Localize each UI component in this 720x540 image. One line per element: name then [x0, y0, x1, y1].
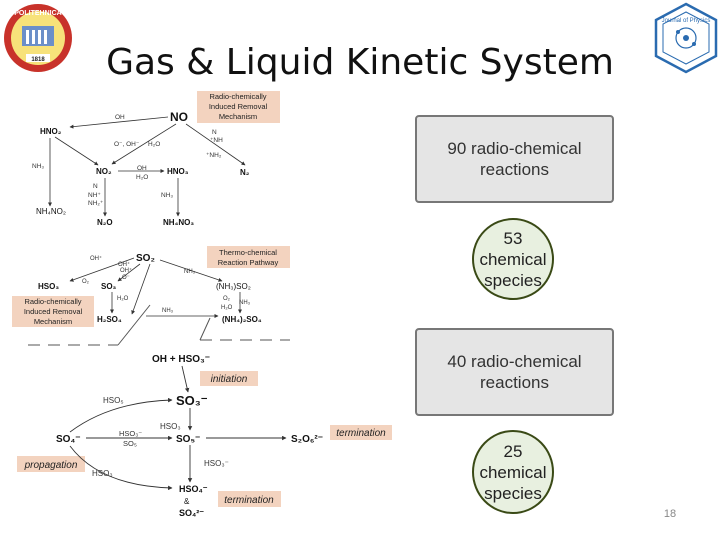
radio-label-mid-2: Induced Removal	[24, 307, 83, 316]
reagent-o-oh: O⁻, OH⁻	[114, 141, 140, 148]
circle1-line2: chemical	[479, 249, 547, 269]
species-no2: NO₂	[96, 167, 112, 176]
nox-subdiagram: Radio-chemically Induced Removal Mechani…	[32, 91, 280, 227]
species-so4-anion: SO₄⁻	[56, 434, 81, 445]
species-hso3: HSO₃	[38, 282, 59, 291]
reagent-oh-c: OH⁺	[90, 255, 102, 262]
reagent-o2: O₂	[82, 279, 90, 285]
species-nh4no3: NH₄NO₃	[163, 218, 194, 227]
reagent-oh-2: OH	[137, 165, 147, 172]
box2-line2: reactions	[480, 373, 549, 392]
reagent-nh2: ⁺NH₂	[206, 152, 222, 159]
reagent-nh3: NH₃	[32, 163, 44, 170]
reagent-nh3-a: NH₃	[184, 269, 196, 275]
species-hno3: HNO₃	[167, 167, 189, 176]
species-s2o6: S₂O₆²⁻	[291, 434, 323, 445]
logo-left-text: POLITEHNICA	[14, 10, 61, 17]
reagent-n: N	[212, 129, 217, 136]
chemical-species-circle-2: 25 chemical species	[472, 430, 554, 514]
reagent-o2-b: O₂	[223, 296, 231, 302]
radio-label-top-1: Radio-chemically	[209, 92, 266, 101]
circle2-count: 25	[503, 441, 523, 461]
species-h2so4: H₂SO₄	[97, 315, 122, 324]
logo-atom-icon	[675, 27, 697, 49]
reagent-h2o-b: H₂O	[221, 305, 233, 311]
reagent-h2o-mid: H₂O	[117, 296, 129, 302]
species-so5-anion: SO₅⁻	[176, 434, 200, 445]
page-number: 18	[663, 508, 677, 520]
reagent-hso5: HSO₅	[103, 396, 124, 405]
so2-subdiagram: Thermo-chemical Reaction Pathway SO₂ OH⁺…	[12, 246, 290, 346]
propagation-label-bg	[17, 456, 85, 472]
species-so3: SO₃	[101, 282, 117, 291]
termination-label-1-bg	[330, 425, 392, 440]
circle1-line3: species	[484, 270, 542, 290]
species-oh-hso3: OH + HSO₃⁻	[152, 354, 210, 365]
initiation-label: initiation	[211, 374, 248, 385]
species-so3-anion: SO₃⁻	[176, 393, 208, 408]
reagent-oh: OH	[115, 114, 125, 121]
journal-logo: Journal of Physics	[654, 2, 718, 74]
reagent-h2o-2: H₂O	[136, 174, 148, 181]
species-nh42so4: (NH₄)₂SO₄	[222, 315, 262, 324]
termination-label-2-bg	[218, 491, 281, 507]
initiation-label-bg	[200, 371, 258, 386]
thermo-label-1: Thermo-chemical	[219, 248, 277, 257]
radio-label-top-bg	[197, 91, 280, 123]
reagent-hso3-d: HSO₃	[92, 469, 113, 478]
radio-label-mid-3: Mechanism	[34, 317, 72, 326]
reagent-nh-plus: NH⁺	[88, 192, 101, 199]
reagent-hso3-b: HSO₃	[160, 422, 181, 431]
chemical-species-circle-1: 53 chemical species	[472, 218, 554, 300]
reagent-h2o: H₂O	[148, 141, 160, 148]
box2-line1: 40 radio-chemical	[447, 352, 582, 371]
reagent-nh3-c: NH₃	[239, 300, 251, 306]
slide-title: Gas & Liquid Kinetic System	[106, 42, 614, 83]
circle1-count: 53	[503, 228, 523, 248]
radio-reactions-box-2: 40 radio-chemical reactions	[415, 328, 614, 416]
radio-label-mid-bg	[12, 296, 94, 327]
reagent-nh3-2: NH₃	[161, 192, 173, 199]
radio-label-top-2: Induced Removal	[209, 102, 268, 111]
chain-subdiagram: OH + HSO₃⁻ initiation SO₃⁻ HSO₅ HSO₃ SO₄…	[17, 354, 392, 518]
reagent-oh-b: OH⁺	[120, 267, 132, 274]
reagent-nh2-plus: NH₂⁺	[88, 200, 104, 207]
circle2-line3: species	[484, 483, 542, 503]
species-hno2: HNO₂	[40, 127, 62, 136]
reagent-nh3-b: NH₃	[162, 308, 174, 314]
species-hso4-anion: HSO₄⁻	[179, 484, 208, 494]
circle2-line2: chemical	[479, 462, 547, 482]
logo-right-text: Journal of Physics	[662, 18, 711, 24]
species-so2: SO₂	[136, 253, 155, 264]
termination-label-1: termination	[336, 428, 386, 439]
radio-label-mid-1: Radio-chemically	[24, 297, 81, 306]
reagent-o-a: O⁻	[122, 275, 130, 281]
species-nh4no2: NH₄NO₂	[36, 207, 66, 216]
thermo-label-2: Reaction Pathway	[218, 258, 279, 267]
university-logo: POLITEHNICA 1818	[4, 4, 72, 72]
reagent-nh: ⁺NH	[210, 137, 223, 144]
reagent-so5: SO₅	[123, 439, 137, 448]
radio-label-top-3: Mechanism	[219, 112, 257, 121]
reagent-hso3-anion: HSO₃⁻	[119, 429, 142, 438]
reagent-hso3-c: HSO₃⁻	[204, 459, 229, 468]
box1-line1: 90 radio-chemical	[447, 139, 582, 158]
species-n2o: N₂O	[97, 218, 113, 227]
species-no: NO	[170, 110, 188, 124]
propagation-label: propagation	[24, 460, 78, 471]
reagent-oh-a: OH⁺	[118, 261, 130, 268]
thermo-label-bg	[207, 246, 290, 268]
radio-reactions-box-1: 90 radio-chemical reactions	[415, 115, 614, 203]
logo-left-year: 1818	[31, 57, 45, 63]
species-n2: N₂	[240, 168, 250, 177]
box1-line2: reactions	[480, 160, 549, 179]
reaction-diagram: Radio-chemically Induced Removal Mechani…	[12, 91, 392, 518]
species-amp: &	[184, 497, 190, 506]
termination-label-2: termination	[224, 495, 274, 506]
reagent-n-2: N	[93, 183, 98, 190]
species-nh3so2: (NH₃)SO₂	[216, 282, 251, 291]
species-so4-dianion: SO₄²⁻	[179, 508, 204, 518]
